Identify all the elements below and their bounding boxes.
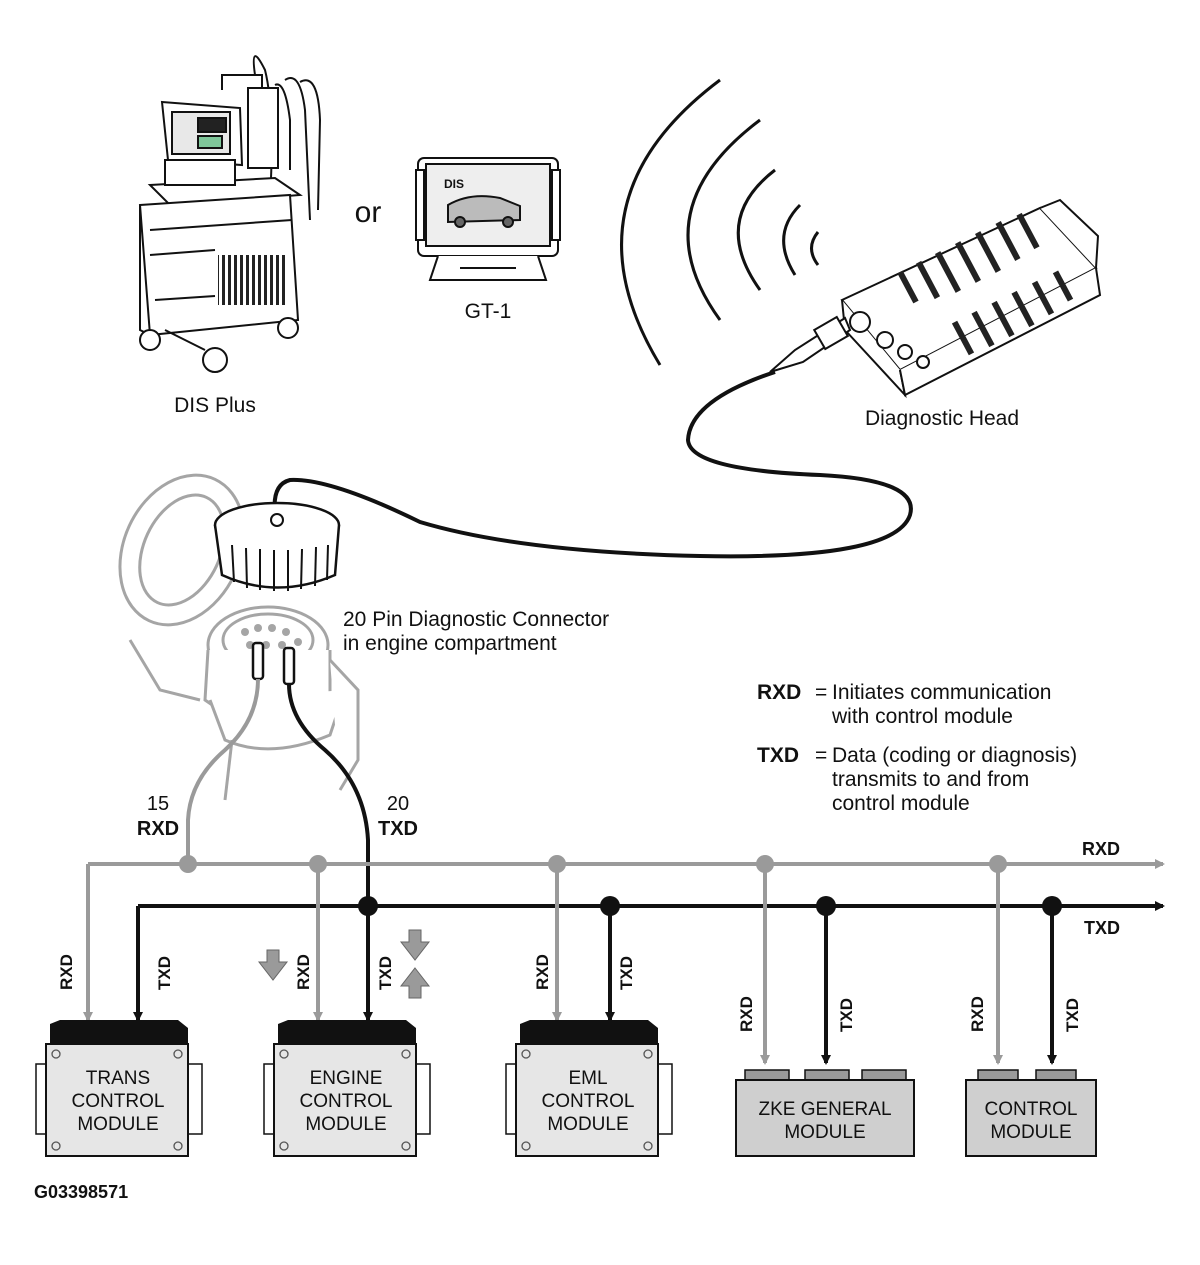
module-title-line2: CONTROL xyxy=(542,1091,635,1112)
module-title-line1: CONTROL xyxy=(985,1099,1078,1120)
module-title-line3: MODULE xyxy=(305,1114,386,1135)
diagnostic-head-icon xyxy=(769,198,1102,399)
drop-label-rxd: RXD xyxy=(968,996,987,1032)
module-title-line3: MODULE xyxy=(77,1114,158,1135)
or-label: or xyxy=(355,196,382,229)
legend-rxd-key: RXD xyxy=(757,681,801,704)
diagnostic-connector-icon xyxy=(118,473,360,801)
eml-control-module: EML CONTROL MODULE xyxy=(505,1020,673,1157)
dis-plus-cart-icon xyxy=(138,55,322,373)
engine-control-module: ENGINE CONTROL MODULE xyxy=(263,1020,431,1157)
figure-id: G03398571 xyxy=(34,1182,128,1202)
trans-control-module: TRANS CONTROL MODULE xyxy=(35,1020,203,1157)
pin15-name: RXD xyxy=(137,818,179,840)
module-title-line3: MODULE xyxy=(547,1114,628,1135)
rxd-bus-label: RXD xyxy=(1082,839,1120,859)
legend-rxd-line2: with control module xyxy=(831,705,1013,728)
drop-label-txd: TXD xyxy=(617,956,636,990)
module-title-line2: MODULE xyxy=(990,1122,1071,1143)
generic-control-module: CONTROL MODULE xyxy=(965,1069,1097,1157)
legend-txd-eq: = xyxy=(815,744,827,767)
legend-rxd-line1: Initiates communication xyxy=(832,681,1051,704)
legend-txd-line3: control module xyxy=(832,792,970,815)
gt1-tablet-icon xyxy=(415,157,561,281)
legend-rxd-eq: = xyxy=(815,681,827,704)
gt1-label: GT-1 xyxy=(465,300,512,323)
pin20-number: 20 xyxy=(387,793,409,815)
drop-label-txd: TXD xyxy=(376,956,395,990)
drop-label-txd: TXD xyxy=(155,956,174,990)
module-drop-lines xyxy=(83,864,1057,1065)
legend-txd-line2: transmits to and from xyxy=(832,768,1029,791)
drop-label-txd: TXD xyxy=(837,998,856,1032)
module-title-line1: ZKE GENERAL xyxy=(758,1099,891,1120)
direction-arrows-icon xyxy=(257,929,431,999)
legend: RXD = Initiates communication with contr… xyxy=(757,681,1077,815)
drop-label-rxd: RXD xyxy=(294,954,313,990)
pin15-number: 15 xyxy=(147,793,169,815)
legend-txd-line1: Data (coding or diagnosis) xyxy=(832,744,1077,767)
connector-label-line2: in engine compartment xyxy=(343,632,557,655)
rxd-pin-wire xyxy=(186,678,260,864)
rxd-junction-dot xyxy=(179,855,197,873)
module-title-line2: CONTROL xyxy=(72,1091,165,1112)
zke-general-module: ZKE GENERAL MODULE xyxy=(735,1069,915,1157)
drop-label-rxd: RXD xyxy=(57,954,76,990)
module-title-line1: TRANS xyxy=(86,1068,150,1089)
drop-label-txd: TXD xyxy=(1063,998,1082,1032)
txd-pin-wire xyxy=(287,683,370,906)
drop-label-rxd: RXD xyxy=(737,996,756,1032)
txd-bus-label: TXD xyxy=(1084,918,1120,938)
module-title-line1: ENGINE xyxy=(310,1068,383,1089)
module-title-line2: MODULE xyxy=(784,1122,865,1143)
dis-plus-label: DIS Plus xyxy=(174,394,256,417)
wireless-signal-icon xyxy=(620,78,820,366)
legend-txd-key: TXD xyxy=(757,744,799,767)
module-title-line1: EML xyxy=(568,1068,607,1089)
drop-labels: RXD TXD RXD TXD RXD TXD RXD TXD RXD TXD xyxy=(57,954,1082,1032)
diagnostic-cable xyxy=(272,370,913,559)
drop-label-rxd: RXD xyxy=(533,954,552,990)
diagnostic-head-label: Diagnostic Head xyxy=(865,407,1019,430)
gt1-screen-label: DIS xyxy=(444,177,464,191)
pin20-name: TXD xyxy=(378,818,418,840)
module-title-line2: CONTROL xyxy=(300,1091,393,1112)
connector-label-line1: 20 Pin Diagnostic Connector xyxy=(343,608,609,631)
